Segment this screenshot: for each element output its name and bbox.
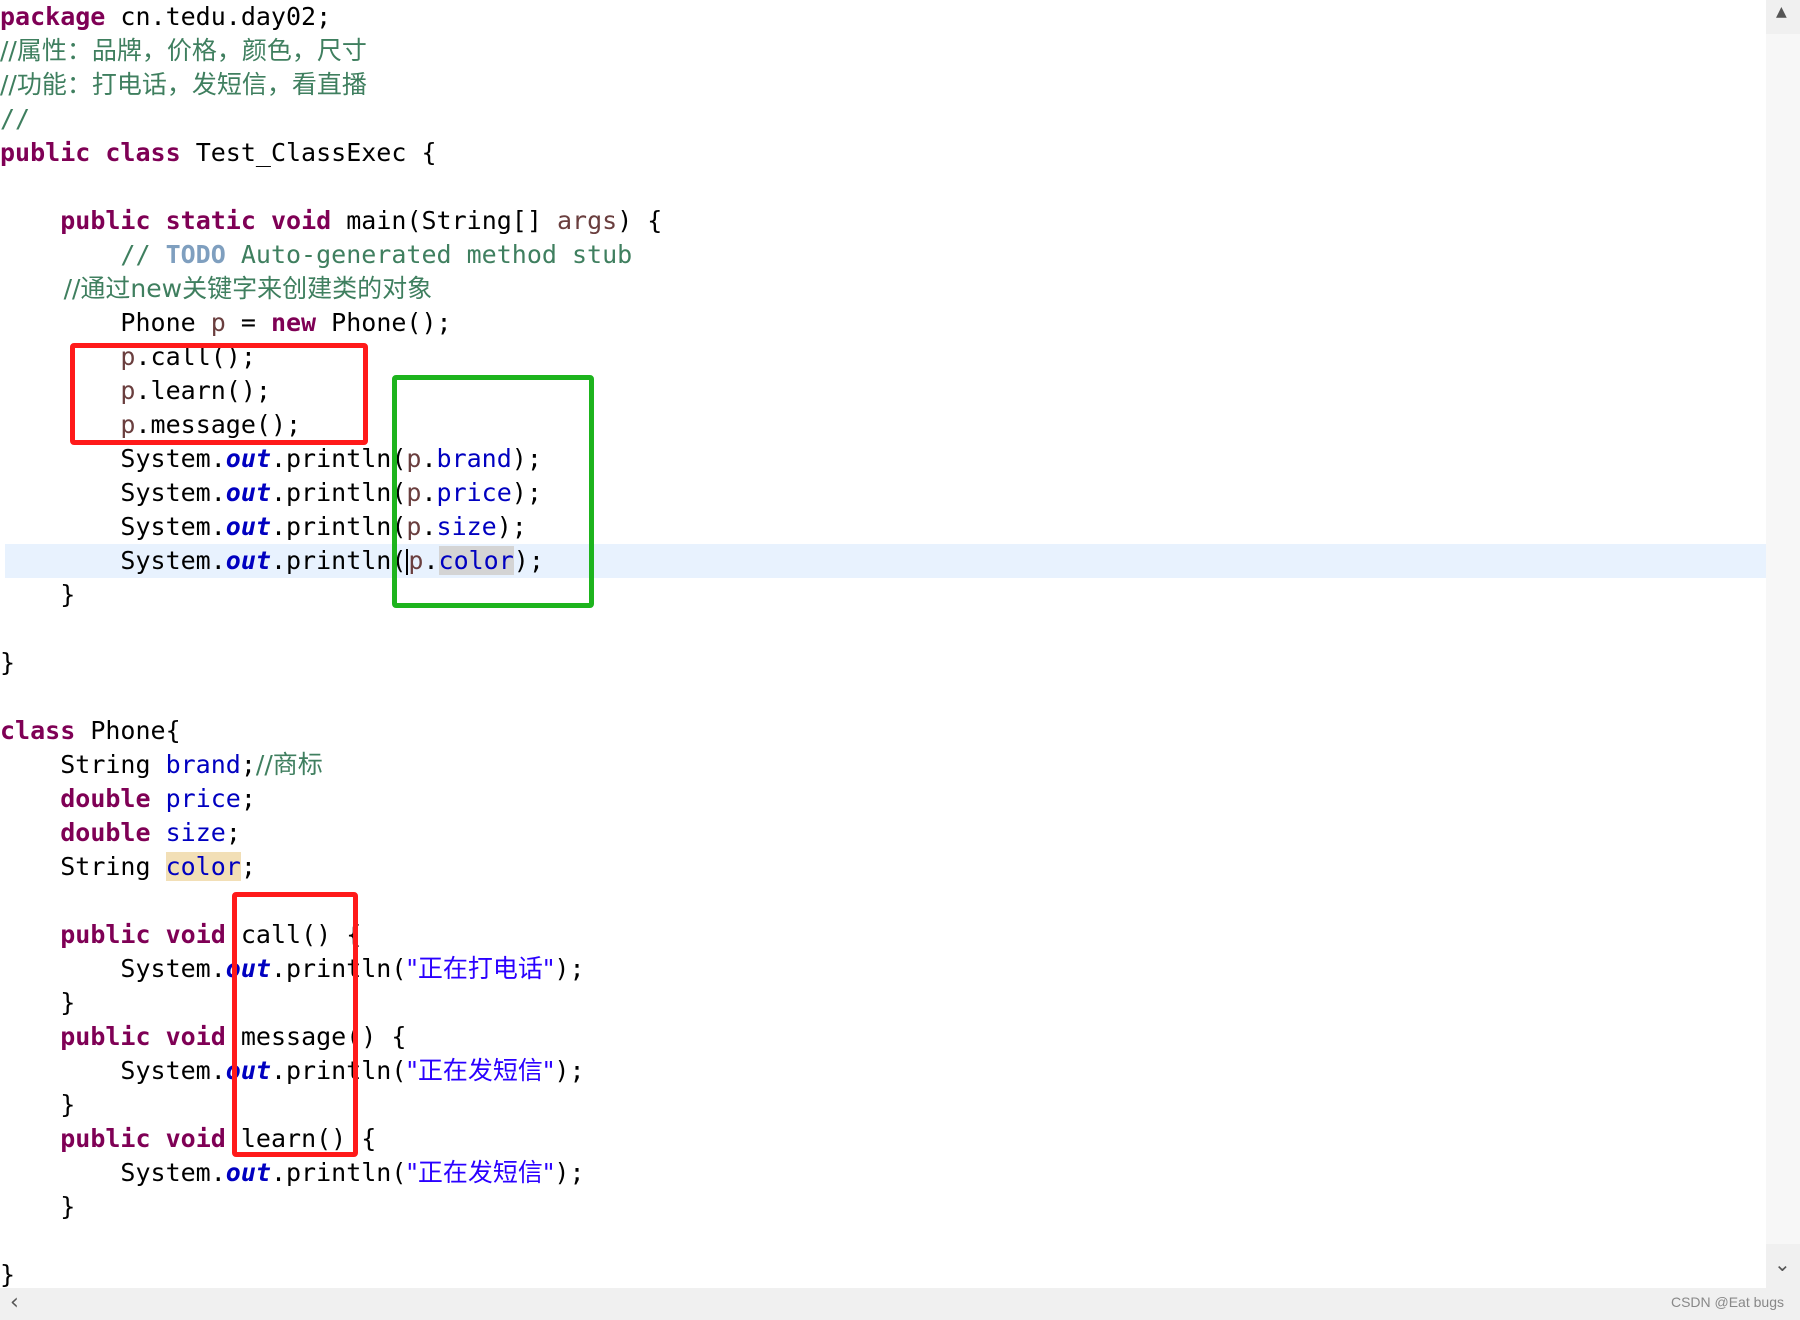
- code-line-14-print-brand: System.out.println(p.brand);: [120, 444, 542, 473]
- vertical-scrollbar[interactable]: ▲ ⌄: [1766, 0, 1800, 1288]
- code-line-4-comment: //: [0, 104, 31, 133]
- code-line-5-class-decl: public class Test_ClassExec {: [0, 138, 437, 167]
- code-line-20-brace: }: [0, 648, 16, 677]
- code-line-31-message-method: public void message() {: [60, 1022, 407, 1051]
- horizontal-scrollbar[interactable]: ‹: [0, 1288, 1800, 1320]
- code-line-30-brace: }: [60, 988, 76, 1017]
- code-line-32-print: System.out.println("正在发短信");: [120, 1056, 585, 1085]
- annotation-red-box-method-names: [232, 892, 358, 1157]
- annotation-green-box-field-access: [392, 375, 594, 608]
- code-line-10-new-phone: Phone p = new Phone();: [120, 308, 452, 337]
- code-line-13-message: p.message();: [120, 410, 302, 439]
- code-line-34-learn-method: public void learn() {: [60, 1124, 377, 1153]
- code-line-23-field-brand: String brand;//商标: [60, 750, 323, 779]
- code-line-33-brace: }: [60, 1090, 76, 1119]
- code-line-16-print-size: System.out.println(p.size);: [120, 512, 527, 541]
- code-line-7-main-method: public static void main(String[] args) {: [60, 206, 663, 235]
- code-line-9-comment: //通过new关键字来创建类的对象: [63, 274, 433, 303]
- code-line-38-brace: }: [0, 1260, 16, 1288]
- code-line-29-print: System.out.println("正在打电话");: [120, 954, 585, 983]
- chevron-up-icon[interactable]: ▲: [1776, 4, 1787, 20]
- watermark: CSDN @Eat bugs: [1670, 1294, 1784, 1310]
- code-line-26-field-color: String color;: [60, 852, 256, 881]
- vertical-scroll-thumb[interactable]: [1766, 34, 1800, 1244]
- code-line-35-print: System.out.println("正在发短信");: [120, 1158, 585, 1187]
- code-line-28-call-method: public void call() {: [60, 920, 362, 949]
- code-line-25-field-size: double size;: [60, 818, 241, 847]
- chevron-left-icon[interactable]: ‹: [10, 1290, 19, 1315]
- code-line-12-learn: p.learn();: [120, 376, 271, 405]
- chevron-down-icon[interactable]: ⌄: [1774, 1252, 1791, 1276]
- code-line-17-print-color: System.out.println(p.color);: [120, 546, 544, 575]
- code-editor[interactable]: package cn.tedu.day02; //属性：品牌，价格，颜色，尺寸 …: [0, 0, 1766, 1288]
- code-line-18-brace: }: [60, 580, 76, 609]
- text-caret: [406, 549, 409, 575]
- code-line-15-print-price: System.out.println(p.price);: [120, 478, 542, 507]
- code-line-2-comment: //属性：品牌，价格，颜色，尺寸: [0, 36, 367, 65]
- code-line-1: package cn.tedu.day02;: [0, 2, 332, 31]
- current-line-highlight: [5, 544, 1766, 578]
- code-line-24-field-price: double price;: [60, 784, 256, 813]
- code-line-36-brace: }: [60, 1192, 76, 1221]
- code-line-8-todo-comment: // TODO Auto-generated method stub: [120, 240, 633, 269]
- code-line-22-class-phone: class Phone{: [0, 716, 181, 745]
- code-line-3-comment: //功能：打电话，发短信，看直播: [0, 70, 367, 99]
- annotation-red-box-method-calls: [70, 343, 368, 445]
